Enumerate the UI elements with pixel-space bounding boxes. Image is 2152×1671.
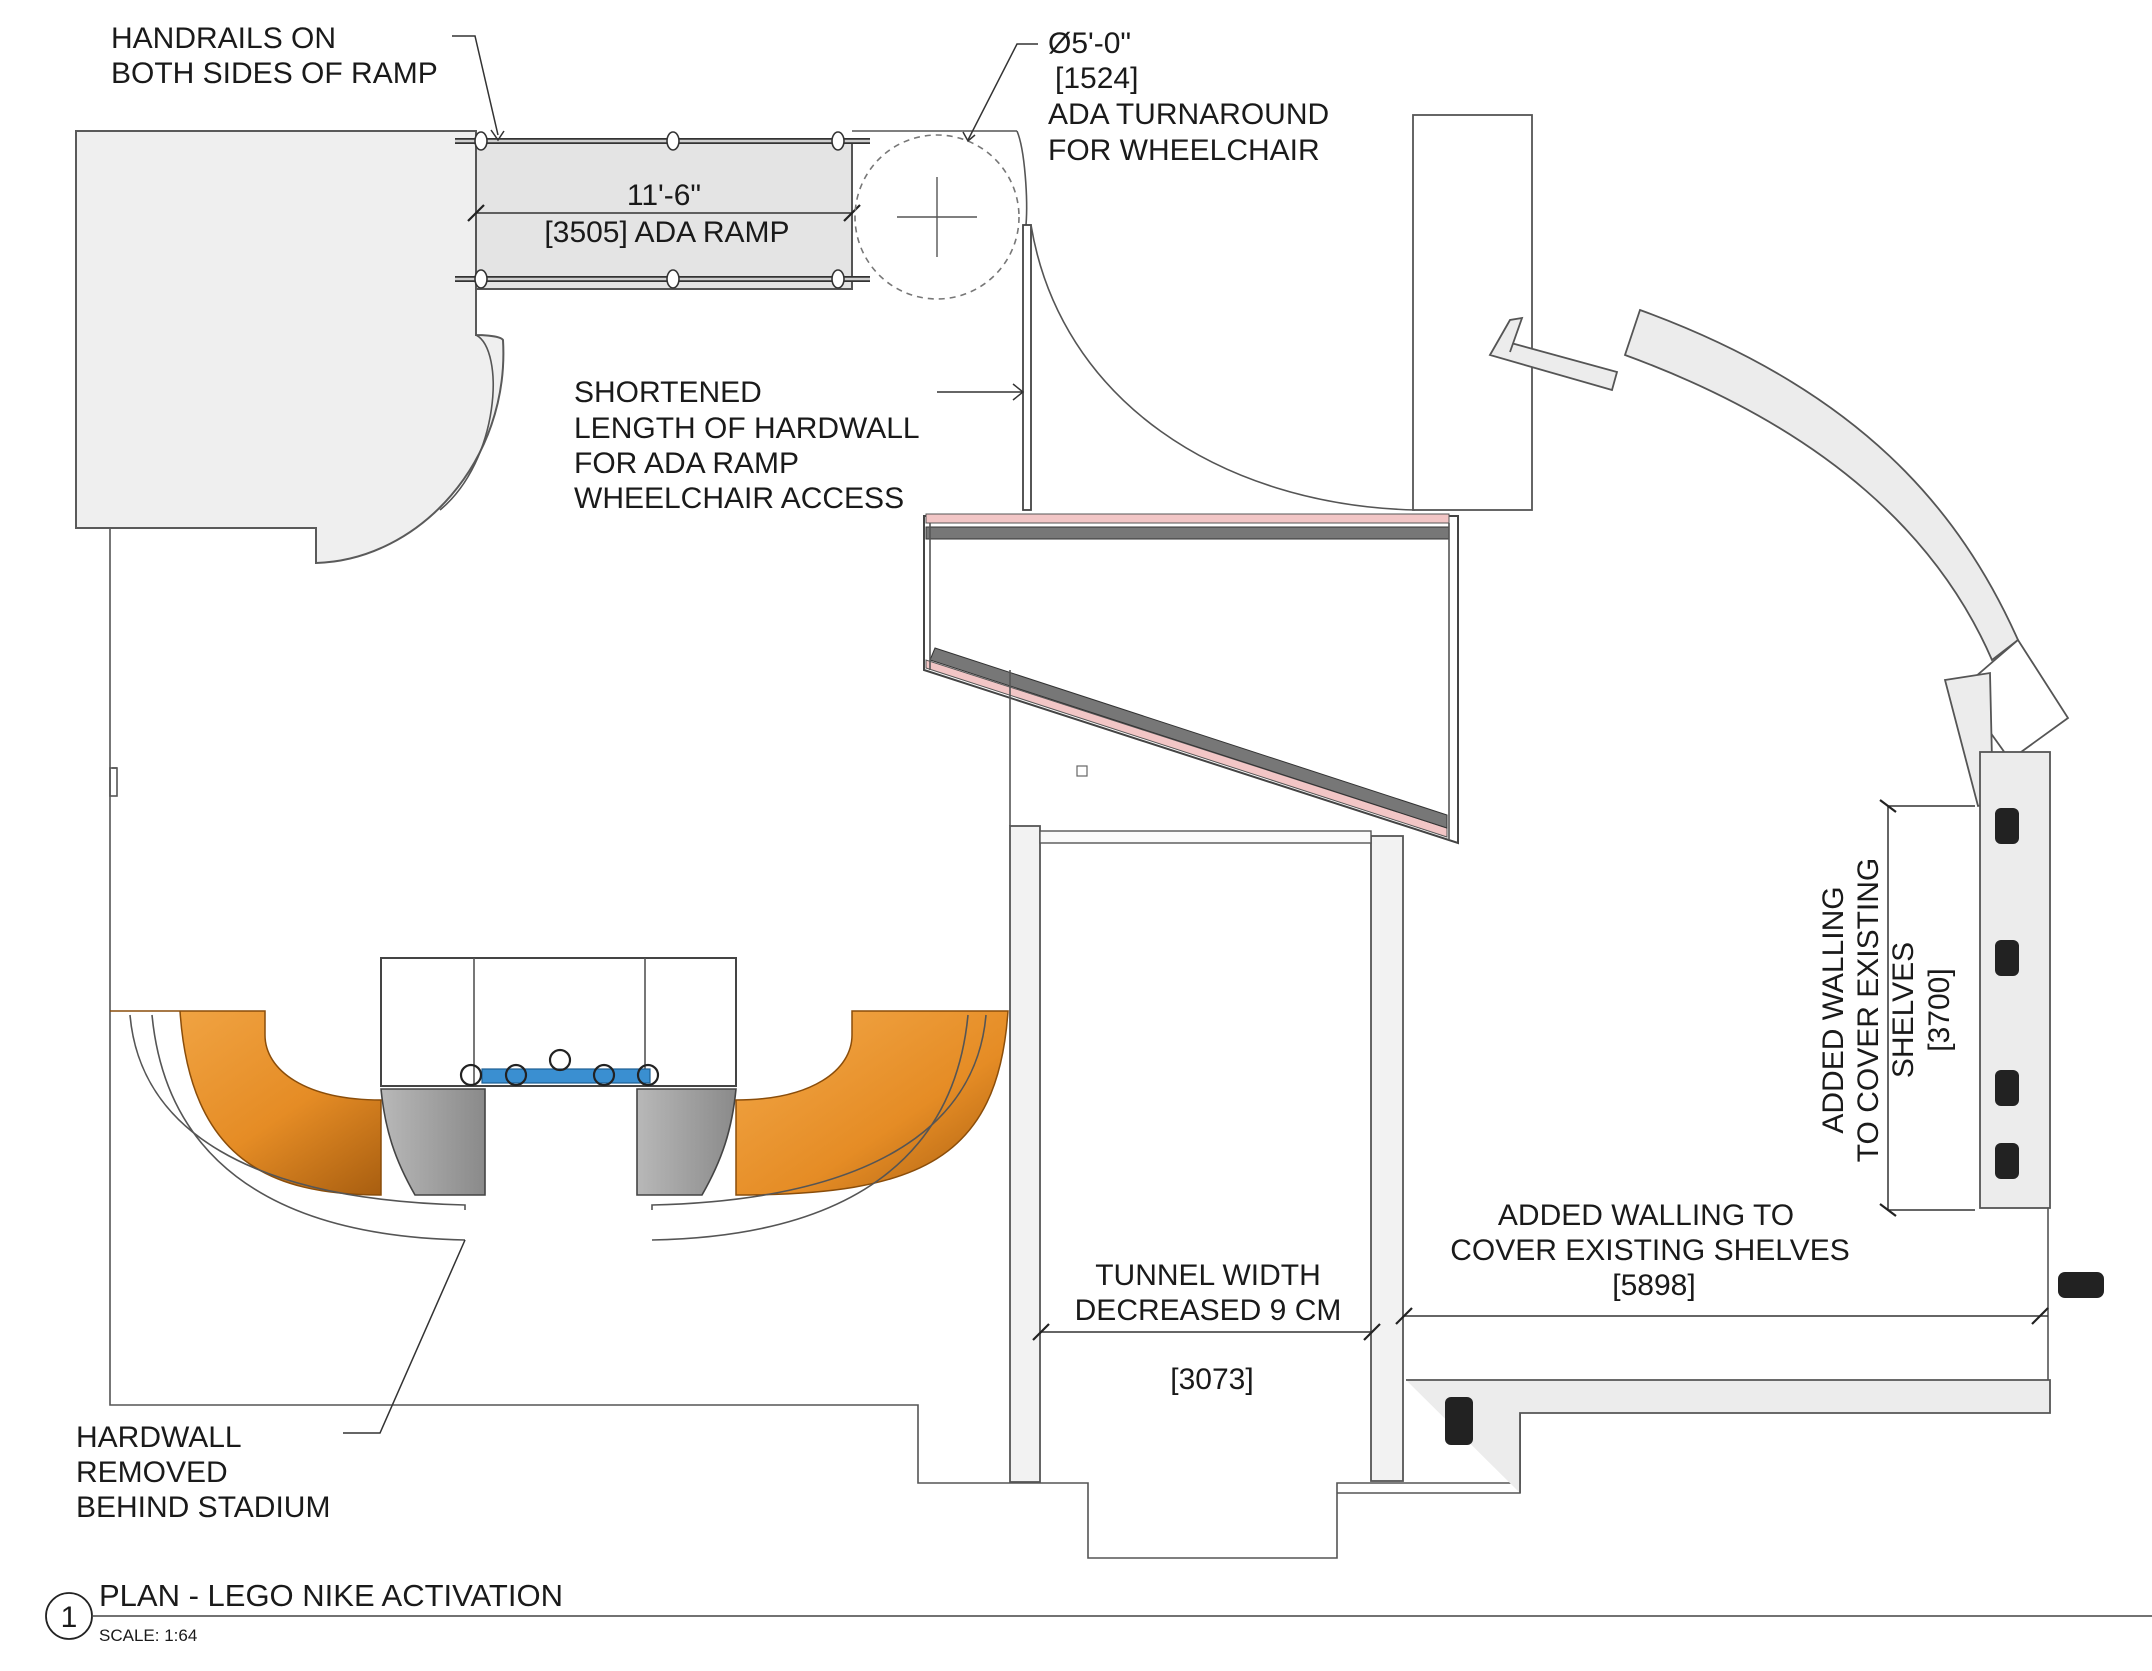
tunnel	[1009, 670, 2049, 1483]
note-turnaround: Ø5'-0" [1524] ADA TURNAROUND FOR WHEELCH…	[1048, 27, 1329, 167]
ada-ramp	[455, 131, 870, 290]
svg-text:ADA TURNAROUND: ADA TURNAROUND	[1048, 98, 1329, 131]
leader-lines	[343, 35, 1975, 1434]
stage-block	[75, 130, 505, 565]
bottom-walling	[1406, 1272, 2104, 1493]
note-hardwall-shortened: SHORTENED LENGTH OF HARDWALL FOR ADA RAM…	[574, 376, 920, 515]
stadium	[110, 957, 1009, 1241]
curved-wall	[1488, 308, 2070, 808]
svg-text:FOR WHEELCHAIR: FOR WHEELCHAIR	[1048, 134, 1320, 167]
svg-text:Ø5'-0": Ø5'-0"	[1048, 27, 1131, 60]
title-block	[45, 1592, 2152, 1640]
drawing-number: 1	[61, 1601, 78, 1634]
note-ramp: 11'-6" [3505] ADA RAMP	[544, 179, 789, 249]
svg-text:[3505] ADA RAMP: [3505] ADA RAMP	[544, 216, 789, 249]
svg-text:[5898]: [5898]	[1612, 1269, 1695, 1302]
handrail-posts	[474, 131, 845, 289]
svg-text:BEHIND STADIUM: BEHIND STADIUM	[76, 1491, 330, 1524]
svg-text:FOR ADA RAMP: FOR ADA RAMP	[574, 447, 799, 480]
svg-text:TO COVER EXISTING: TO COVER EXISTING	[1852, 858, 1885, 1163]
drawing-title-text: PLAN - LEGO NIKE ACTIVATION	[99, 1578, 563, 1613]
svg-text:ADDED WALLING TO: ADDED WALLING TO	[1498, 1199, 1794, 1232]
right-walling	[1979, 751, 2051, 1380]
drawing-title: 1 PLAN - LEGO NIKE ACTIVATION SCALE: 1:6…	[61, 1578, 563, 1645]
svg-text:HANDRAILS ON: HANDRAILS ON	[111, 22, 336, 55]
note-hardwall-removed: HARDWALL REMOVED BEHIND STADIUM	[76, 1421, 330, 1524]
note-tunnel: TUNNEL WIDTH DECREASED 9 CM [3073]	[1075, 1259, 1342, 1396]
svg-text:COVER EXISTING SHELVES: COVER EXISTING SHELVES	[1450, 1234, 1850, 1267]
svg-text:[3700]: [3700]	[1923, 968, 1956, 1051]
svg-text:[1524]: [1524]	[1055, 62, 1138, 95]
note-handrails: HANDRAILS ON BOTH SIDES OF RAMP	[111, 22, 438, 90]
svg-text:HARDWALL: HARDWALL	[76, 1421, 242, 1454]
note-walling-vertical: ADDED WALLING TO COVER EXISTING SHELVES …	[1817, 858, 1956, 1163]
svg-text:BOTH SIDES OF RAMP: BOTH SIDES OF RAMP	[111, 57, 438, 90]
svg-text:SHORTENED: SHORTENED	[574, 376, 762, 409]
upper-walls	[852, 114, 1533, 511]
svg-text:DECREASED 9 CM: DECREASED 9 CM	[1075, 1294, 1342, 1327]
note-walling-horizontal: ADDED WALLING TO COVER EXISTING SHELVES …	[1450, 1199, 1850, 1302]
drawing-scale: SCALE: 1:64	[99, 1626, 197, 1645]
svg-text:WHEELCHAIR ACCESS: WHEELCHAIR ACCESS	[574, 482, 904, 515]
svg-text:TUNNEL WIDTH: TUNNEL WIDTH	[1095, 1259, 1321, 1292]
ada-turnaround-circle	[854, 134, 1020, 300]
svg-text:LENGTH OF HARDWALL: LENGTH OF HARDWALL	[574, 412, 920, 445]
svg-text:ADDED WALLING: ADDED WALLING	[1817, 886, 1850, 1133]
svg-text:SHELVES: SHELVES	[1887, 942, 1920, 1078]
bench-structure	[923, 513, 1459, 845]
svg-text:[3073]: [3073]	[1170, 1363, 1253, 1396]
svg-text:REMOVED: REMOVED	[76, 1456, 228, 1489]
svg-text:11'-6": 11'-6"	[627, 179, 701, 212]
